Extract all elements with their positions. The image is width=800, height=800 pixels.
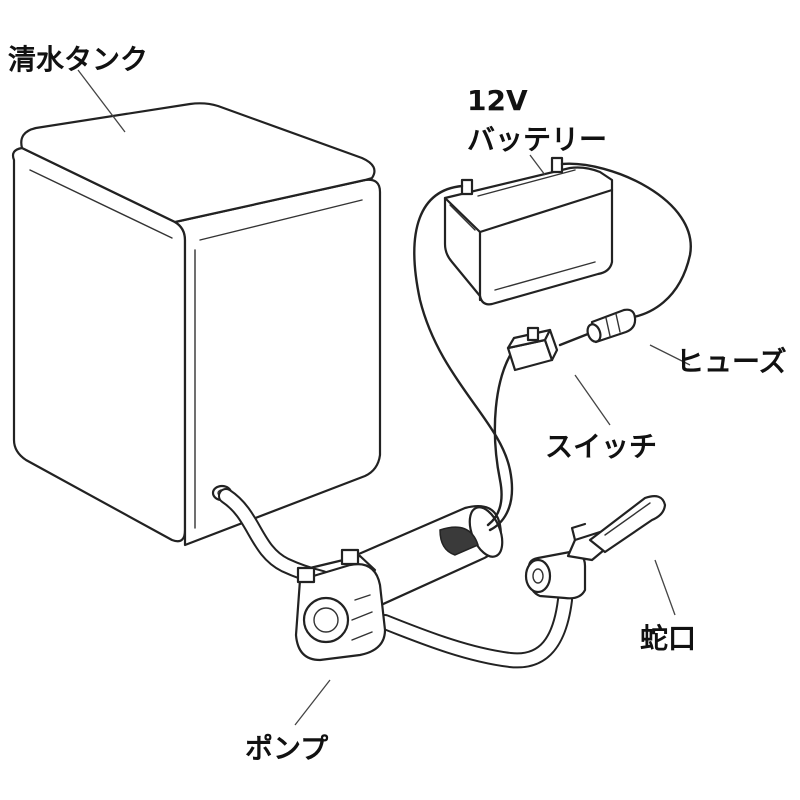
fuse-leader-line: [649, 344, 691, 366]
battery-label: バッテリー: [467, 123, 608, 156]
fuse: [586, 308, 637, 344]
tank-leader-line: [77, 69, 126, 133]
tank-label: 清水タンク: [8, 43, 149, 76]
pump-leader-line: [294, 679, 331, 726]
switch-leader-line: [574, 374, 611, 426]
faucet: [524, 495, 667, 600]
fresh-water-tank: [11, 102, 382, 547]
switch: [506, 326, 559, 372]
leader-lines: [77, 69, 691, 726]
pump-label: ポンプ: [245, 732, 329, 765]
switch-label: スイッチ: [545, 430, 658, 463]
battery-voltage-label: 12V: [467, 84, 528, 117]
faucet-label: 蛇口: [640, 622, 697, 655]
fuse-label: ヒューズ: [676, 345, 787, 378]
faucet-leader-line: [654, 559, 676, 616]
battery: [443, 156, 614, 306]
battery-leader-line: [529, 154, 546, 176]
